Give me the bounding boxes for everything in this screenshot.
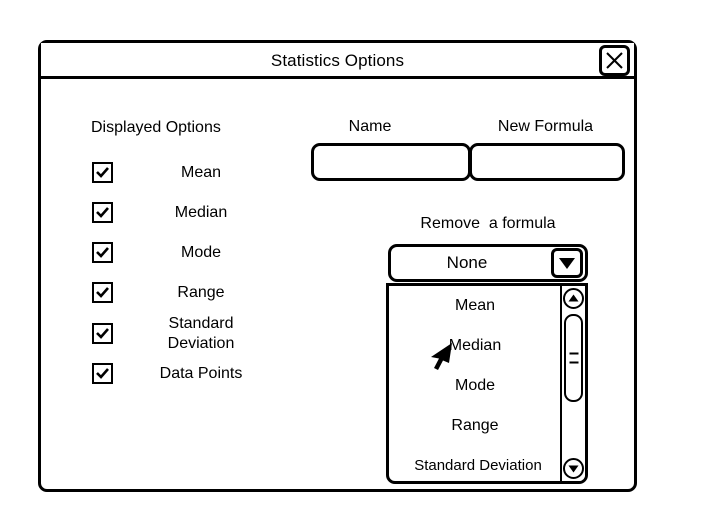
name-field-label: Name <box>348 118 392 135</box>
checkbox-standard-deviation[interactable] <box>92 323 113 344</box>
scroll-down-button[interactable] <box>563 458 584 479</box>
close-button[interactable] <box>599 45 630 76</box>
triangle-down-icon <box>565 460 582 477</box>
checkbox-data-points[interactable] <box>92 363 113 384</box>
checkbox-median[interactable] <box>92 202 113 223</box>
checkbox-mode[interactable] <box>92 242 113 263</box>
new-formula-field-label: New Formula <box>497 118 594 135</box>
remove-formula-label: Remove a formula <box>420 215 556 232</box>
list-item[interactable]: Median <box>448 337 502 354</box>
option-label-standard-deviation: Standard Deviation <box>167 315 235 352</box>
dialog-title: Statistics Options <box>270 51 405 70</box>
dialog-titlebar: Statistics Options <box>41 43 634 79</box>
list-item[interactable]: Range <box>451 417 499 434</box>
scroll-up-button[interactable] <box>563 288 584 309</box>
new-formula-input[interactable] <box>469 143 625 181</box>
option-row-mode[interactable]: Mode <box>92 242 282 266</box>
option-label-mode: Mode <box>180 244 222 261</box>
option-label-range: Range <box>177 284 225 301</box>
scroll-thumb[interactable] <box>564 314 583 402</box>
option-row-standard-deviation[interactable]: Standard Deviation <box>92 315 282 352</box>
option-row-range[interactable]: Range <box>92 282 282 306</box>
option-label-mean: Mean <box>180 164 222 181</box>
checkbox-mean[interactable] <box>92 162 113 183</box>
option-label-median: Median <box>174 204 228 221</box>
list-item[interactable]: Mean <box>454 297 496 314</box>
list-item[interactable]: Mode <box>454 377 496 394</box>
option-row-data-points[interactable]: Data Points <box>92 363 282 387</box>
combobox-dropdown-button[interactable] <box>551 248 583 278</box>
option-row-mean[interactable]: Mean <box>92 162 282 186</box>
remove-formula-combobox[interactable]: None <box>388 244 588 282</box>
option-row-median[interactable]: Median <box>92 202 282 226</box>
triangle-up-icon <box>565 290 582 307</box>
close-x-icon <box>602 48 627 73</box>
scroll-thumb-grip-icon <box>569 352 578 364</box>
option-label-data-points: Data Points <box>159 365 243 382</box>
remove-formula-selected-value: None <box>446 253 488 272</box>
remove-formula-dropdown-list[interactable]: Mean Median Mode Range Standard Deviatio… <box>386 283 588 484</box>
triangle-down-icon <box>554 251 580 275</box>
displayed-options-heading: Displayed Options <box>91 119 221 136</box>
list-item[interactable]: Standard Deviation <box>414 457 542 474</box>
dropdown-scrollbar[interactable] <box>560 286 585 481</box>
name-input[interactable] <box>311 143 471 181</box>
checkbox-range[interactable] <box>92 282 113 303</box>
